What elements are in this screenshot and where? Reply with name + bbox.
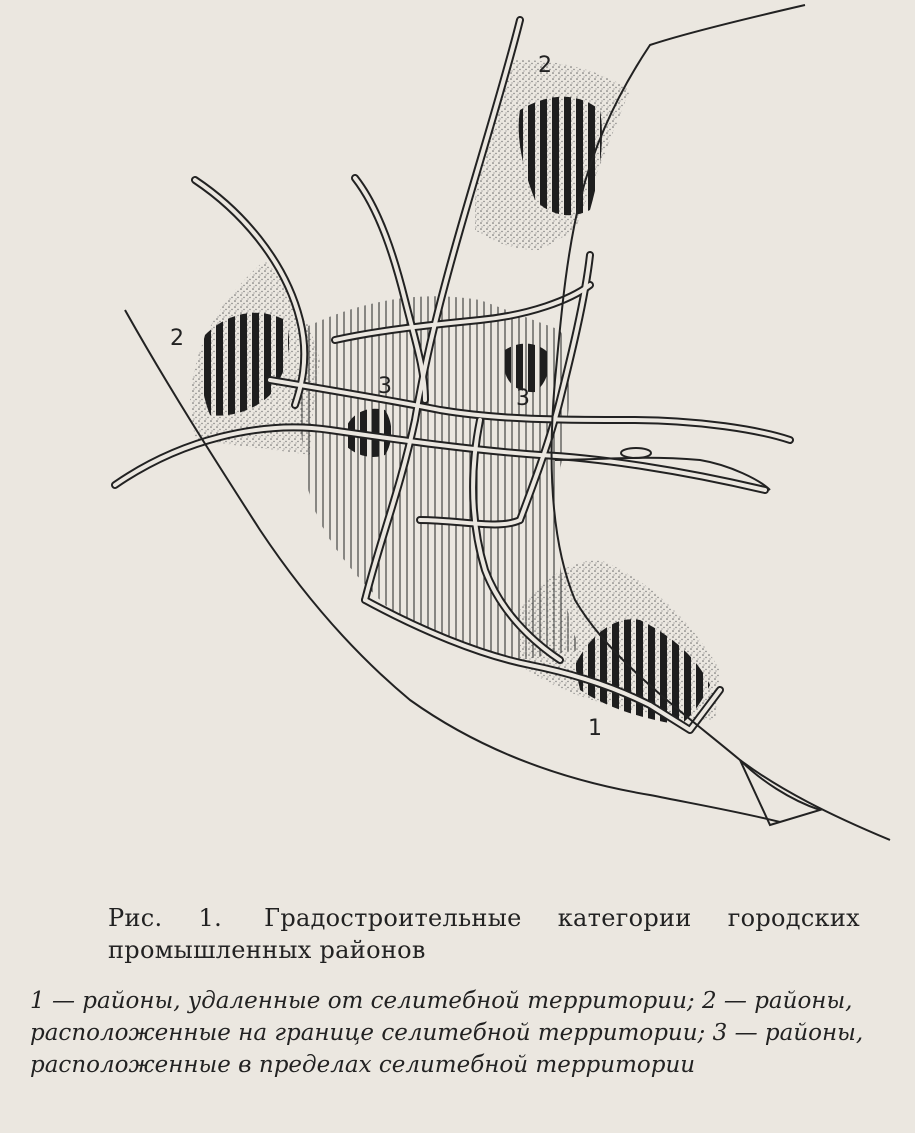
legend-item-1: 1 — районы, удаленные от селитебной терр… bbox=[30, 988, 695, 1014]
industrial-district-2-top[interactable] bbox=[518, 96, 602, 216]
map-label-3-right: 3 bbox=[516, 386, 530, 411]
map-label-3-left: 3 bbox=[378, 374, 392, 399]
industrial-district-2-left[interactable] bbox=[200, 312, 290, 416]
figure-title: Рис. 1. Градостроительные категории горо… bbox=[108, 902, 860, 966]
road-network-inner bbox=[113, 18, 792, 732]
legend-item-2: 2 — районы, расположенные на границе сел… bbox=[30, 988, 853, 1046]
figure-number: Рис. 1. bbox=[108, 904, 223, 932]
legend-item-3: 3 — районы, расположенные в пределах сел… bbox=[30, 1020, 864, 1078]
figure-title-text: Градостроительные категории городских пр… bbox=[108, 904, 860, 964]
city-map-diagram: 2 2 3 3 1 bbox=[111, 4, 891, 841]
figure-caption: Рис. 1. Градостроительные категории горо… bbox=[100, 902, 860, 966]
residential-territory-hatched bbox=[297, 296, 580, 660]
figure-legend: 1 — районы, удаленные от селитебной терр… bbox=[30, 985, 865, 1081]
map-label-1: 1 bbox=[588, 716, 602, 741]
river-banks bbox=[124, 4, 891, 841]
map-label-2-top: 2 bbox=[538, 53, 552, 78]
industrial-district-3-right[interactable] bbox=[505, 343, 550, 393]
map-label-2-left: 2 bbox=[170, 326, 184, 351]
